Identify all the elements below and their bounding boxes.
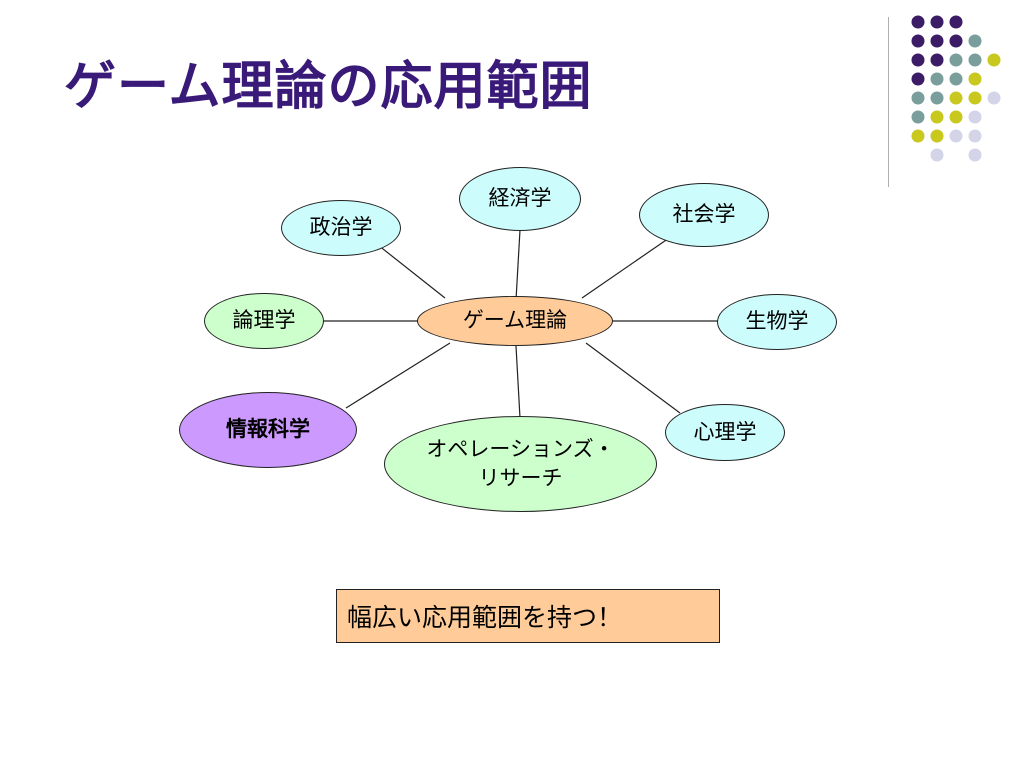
- node-operations-research-label: オペレーションズ・ リサーチ: [426, 436, 615, 490]
- link-informatics: [345, 342, 451, 409]
- node-politics-label: 政治学: [309, 215, 373, 240]
- callout-box: 幅広い応用範囲を持つ！: [336, 589, 720, 643]
- node-center-label: ゲーム理論: [462, 308, 568, 333]
- node-sociology-label: 社会学: [672, 202, 736, 227]
- link-psychology: [585, 342, 681, 414]
- node-economics-label: 経済学: [488, 186, 552, 211]
- link-sociology: [581, 235, 673, 299]
- link-economics: [515, 229, 521, 301]
- vertical-divider: [888, 17, 889, 187]
- node-economics: 経済学: [459, 167, 581, 231]
- node-psychology: 心理学: [665, 404, 785, 461]
- callout-text: 幅広い応用範囲を持つ！: [347, 603, 623, 632]
- node-informatics: 情報科学: [179, 392, 357, 468]
- node-logic: 論理学: [204, 293, 324, 349]
- node-biology: 生物学: [717, 294, 837, 350]
- node-sociology: 社会学: [639, 183, 769, 247]
- link-operations-research: [515, 345, 521, 419]
- node-operations-research: オペレーションズ・ リサーチ: [384, 416, 657, 512]
- node-informatics-label: 情報科学: [226, 417, 310, 442]
- decorative-dot-grid: [911, 15, 1001, 162]
- node-psychology-label: 心理学: [693, 419, 757, 444]
- node-center-game-theory: ゲーム理論: [417, 296, 613, 346]
- node-politics: 政治学: [281, 200, 401, 256]
- slide-title: ゲーム理論の応用範囲: [64, 57, 593, 117]
- node-biology-label: 生物学: [745, 309, 809, 334]
- node-logic-label: 論理学: [232, 308, 296, 333]
- link-politics: [377, 244, 446, 299]
